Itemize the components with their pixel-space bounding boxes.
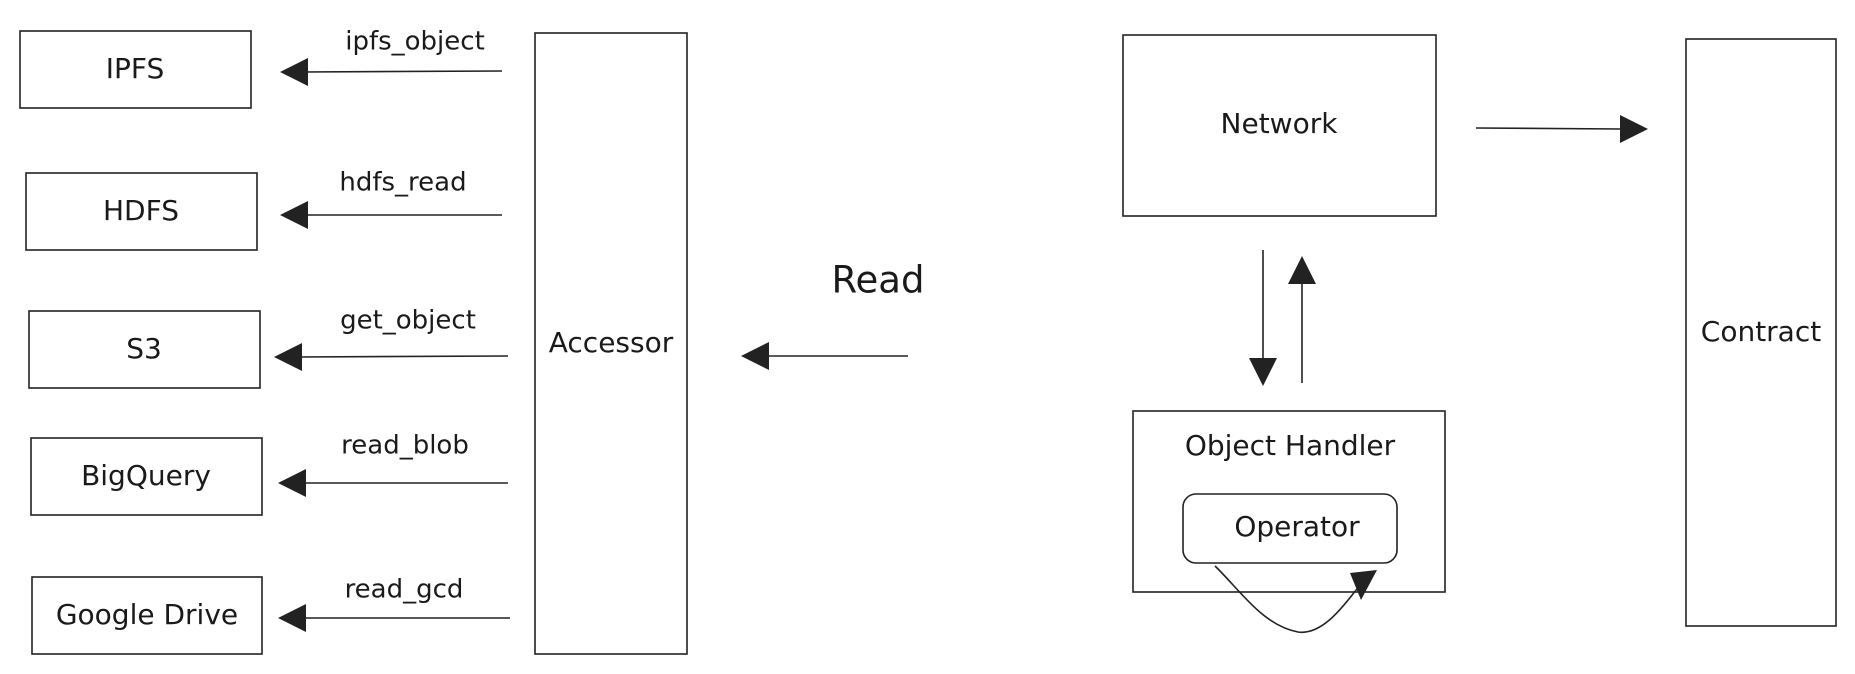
read-edge: Read: [741, 259, 925, 370]
accessor-node: Accessor: [534, 32, 688, 655]
edge-label: get_object: [340, 306, 476, 336]
storage-node-ipfs: IPFS: [19, 30, 252, 109]
storage-node-label: IPFS: [106, 52, 165, 85]
edge-read-gcd: read_gcd: [278, 575, 510, 632]
network-node: Network: [1122, 34, 1437, 217]
object-handler-node: Object Handler Operator: [1132, 410, 1446, 593]
storage-node-label: S3: [126, 332, 162, 365]
edge-read-blob: read_blob: [278, 431, 508, 497]
operator-node: [1182, 493, 1398, 564]
object-handler-to-network-edge: [1288, 256, 1316, 383]
edge-label: read_blob: [341, 431, 469, 461]
contract-label: Contract: [1701, 315, 1821, 348]
edge-get-object: get_object: [274, 306, 509, 371]
accessor-label: Accessor: [549, 326, 674, 359]
storage-node-label: HDFS: [103, 194, 179, 227]
edge-label: hdfs_read: [339, 168, 466, 198]
object-handler-label: Object Handler: [1185, 429, 1396, 462]
network-to-contract-edge: [1475, 115, 1648, 143]
storage-node-s3: S3: [28, 310, 261, 389]
storage-node-bigquery: BigQuery: [30, 437, 263, 516]
read-edge-label: Read: [832, 259, 925, 302]
network-label: Network: [1221, 107, 1339, 140]
network-to-object-handler-edge: [1249, 250, 1277, 386]
edge-hdfs-read: hdfs_read: [280, 168, 502, 229]
storage-node-google-drive: Google Drive: [31, 576, 263, 655]
operator-self-loop-edge: [1214, 565, 1377, 633]
storage-node-hdfs: HDFS: [25, 172, 258, 251]
storage-node-label: BigQuery: [81, 459, 211, 492]
edge-label: read_gcd: [345, 575, 464, 605]
edge-label: ipfs_object: [345, 27, 485, 57]
contract-node: Contract: [1685, 38, 1837, 627]
storage-node-label: Google Drive: [56, 598, 238, 631]
operator-label: Operator: [1234, 510, 1360, 543]
edge-ipfs-object: ipfs_object: [280, 27, 503, 86]
